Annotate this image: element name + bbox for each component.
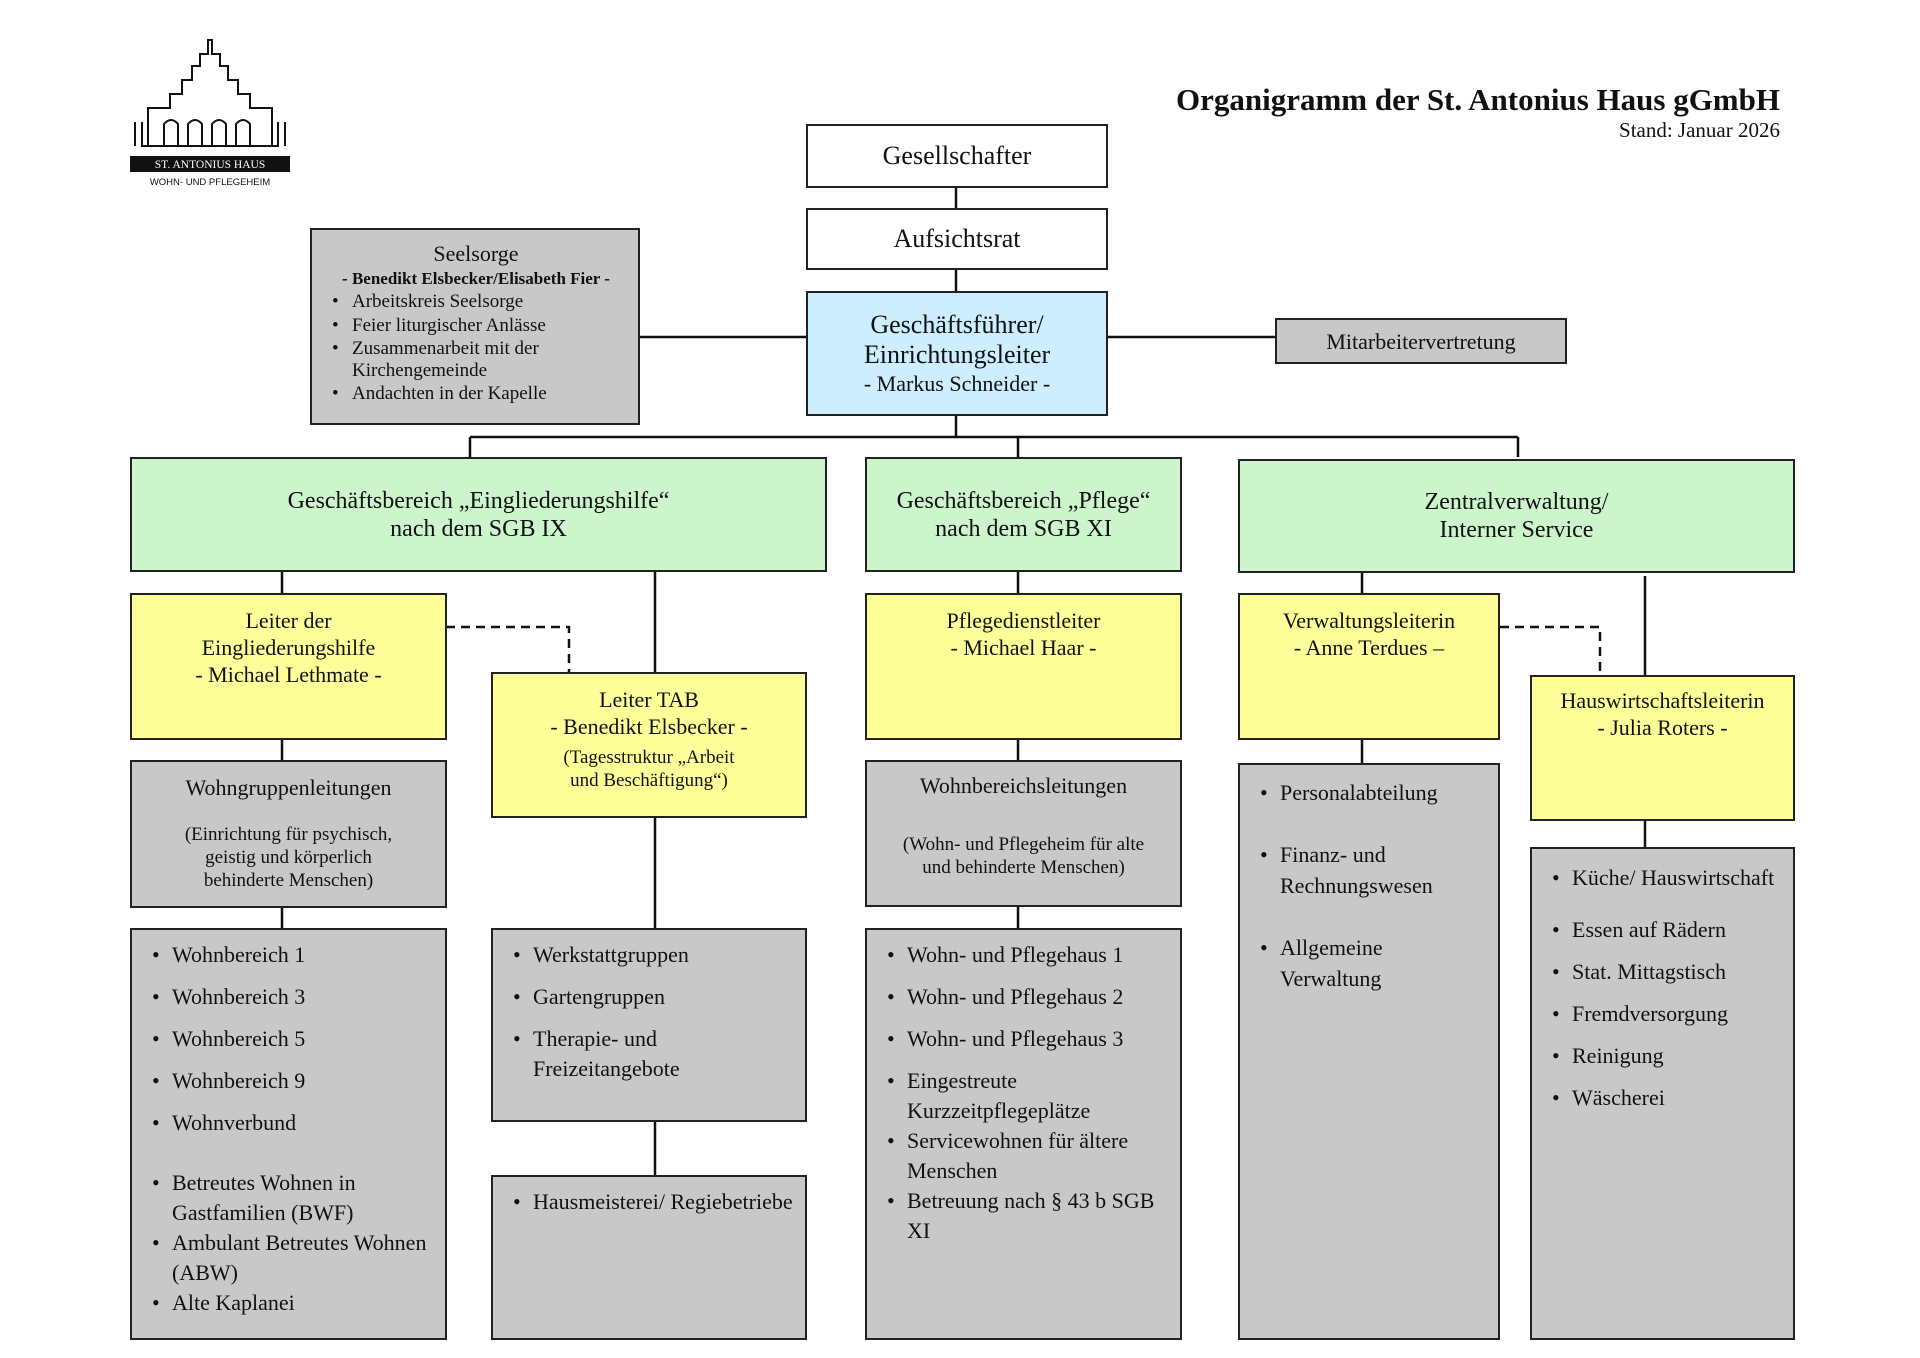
svg-text:ST. ANTONIUS HAUS: ST. ANTONIUS HAUS <box>155 159 265 171</box>
hausmeister-item: Hausmeisterei/ Regiebetriebe <box>507 1187 795 1217</box>
aufsichtsrat-label: Aufsichtsrat <box>893 224 1021 253</box>
werkstatt-item: Gartengruppen <box>507 982 795 1012</box>
hausmeister-list-box: Hausmeisterei/ Regiebetriebe <box>491 1175 807 1340</box>
wbl-title: Wohnbereichsleitungen <box>919 773 1128 798</box>
seelsorge-item: Zusammenarbeit mit der Kirchengemeinde <box>326 338 626 382</box>
seelsorge-title: Seelsorge <box>433 241 519 266</box>
pflegehaus-item: Betreuung nach § 43 b SGB XI <box>881 1186 1170 1246</box>
gesellschafter-label: Gesellschafter <box>882 141 1032 170</box>
verwaltung-item: Finanz- und Rechnungswesen <box>1254 839 1488 901</box>
vwl-line1: Verwaltungsleiterin <box>1282 608 1456 633</box>
mitarbeitervertretung-box: Mitarbeitervertretung <box>1275 318 1567 364</box>
verwaltung-item: Personalabteilung <box>1254 777 1488 808</box>
leiter-eingl-person: - Michael Lethmate - <box>195 662 382 687</box>
aufsichtsrat-box: Aufsichtsrat <box>806 208 1108 270</box>
seelsorge-persons: - Benedikt Elsbecker/Elisabeth Fier - <box>342 269 610 288</box>
hauswirtschaft-item: Stat. Mittagstisch <box>1546 957 1783 987</box>
werkstatt-list-box: Werkstattgruppen Gartengruppen Therapie-… <box>491 928 807 1122</box>
hauswirtschaft-item: Wäscherei <box>1546 1083 1783 1113</box>
wohnbereich-item: Alte Kaplanei <box>146 1288 435 1318</box>
date-label: Stand: Januar 2026 <box>1619 118 1780 142</box>
bereich-zentralverwaltung-box: Zentralverwaltung/ Interner Service <box>1238 459 1795 573</box>
bereich-zentral-line1: Zentralverwaltung/ <box>1424 489 1609 515</box>
bereich-pflege-line2: nach dem SGB XI <box>935 515 1112 542</box>
hauswirtschaft-item: Küche/ Hauswirtschaft <box>1546 863 1783 893</box>
pflegehaus-item: Wohn- und Pflegehaus 2 <box>881 982 1170 1012</box>
header: Organigramm der St. Antonius Haus gGmbH … <box>1176 82 1780 142</box>
wohnbereich-item: Wohnbereich 9 <box>146 1066 435 1096</box>
leiter-eingliederungshilfe-box: Leiter der Eingliederungshilfe - Michael… <box>130 593 447 740</box>
pflegehaus-item: Wohn- und Pflegehaus 1 <box>881 940 1170 970</box>
hwl-person: - Julia Roters - <box>1597 715 1728 740</box>
pdl-person: - Michael Haar - <box>950 635 1097 660</box>
hauswirtschaft-item: Essen auf Rädern <box>1546 915 1783 945</box>
wgl-desc1: (Einrichtung für psychisch, <box>184 824 393 845</box>
wohngruppenleitungen-box: Wohngruppenleitungen (Einrichtung für ps… <box>130 760 447 908</box>
leiter-eingl-line1: Leiter der <box>245 608 332 633</box>
gf-title-line2: Einrichtungsleiter <box>863 340 1051 369</box>
dashed-line-leiter-tab <box>446 625 571 672</box>
leiter-eingl-line2: Eingliederungshilfe <box>201 635 376 660</box>
wohnbereich-item: Wohnverbund <box>146 1108 435 1138</box>
pflegedienstleiter-box: Pflegedienstleiter - Michael Haar - <box>865 593 1182 740</box>
wbl-desc1: (Wohn- und Pflegeheim für alte <box>902 834 1145 855</box>
verwaltung-list-box: Personalabteilung Finanz- und Rechnungsw… <box>1238 763 1500 1340</box>
leiter-tab-note1: (Tagesstruktur „Arbeit <box>563 747 735 768</box>
verwaltungsleiterin-box: Verwaltungsleiterin - Anne Terdues – <box>1238 593 1500 740</box>
wgl-desc2: geistig und körperlich <box>205 847 372 868</box>
wohnbereich-item: Wohnbereich 1 <box>146 940 435 970</box>
leiter-tab-person: - Benedikt Elsbecker - <box>550 714 748 739</box>
seelsorge-item: Andachten in der Kapelle <box>326 382 626 406</box>
hwl-line1: Hauswirtschaftsleiterin <box>1560 688 1765 713</box>
werkstatt-item: Werkstattgruppen <box>507 940 795 970</box>
logo: ST. ANTONIUS HAUS WOHN- UND PFLEGEHEIM <box>130 34 290 190</box>
hauswirtschaft-list-box: Küche/ Hauswirtschaft Essen auf Rädern S… <box>1530 847 1795 1340</box>
werkstatt-item: Therapie- und Freizeitangebote <box>507 1024 795 1084</box>
seelsorge-item: Feier liturgischer Anlässe <box>326 314 626 338</box>
pdl-line1: Pflegedienstleiter <box>946 608 1101 633</box>
wbl-desc2: und behinderte Menschen) <box>922 857 1125 878</box>
leiter-tab-box: Leiter TAB - Benedikt Elsbecker - (Tages… <box>491 672 807 818</box>
pflegehaus-item: Servicewohnen für ältere Menschen <box>881 1126 1170 1186</box>
bereich-pflege-box: Geschäftsbereich „Pflege“ nach dem SGB X… <box>865 457 1182 572</box>
pflegehaus-item: Eingestreute Kurzzeitpflegeplätze <box>881 1066 1170 1126</box>
leiter-tab-note2: und Beschäftigung“) <box>570 770 728 791</box>
pflegehaus-item: Wohn- und Pflegehaus 3 <box>881 1024 1170 1054</box>
seelsorge-box: Seelsorge - Benedikt Elsbecker/Elisabeth… <box>310 228 640 425</box>
wohnbereich-item: Wohnbereich 5 <box>146 1024 435 1054</box>
gf-title-line1: Geschäftsführer/ <box>870 310 1044 339</box>
house-logo-icon: ST. ANTONIUS HAUS WOHN- UND PFLEGEHEIM <box>130 39 290 188</box>
seelsorge-item: Arbeitskreis Seelsorge <box>326 290 626 314</box>
hauswirtschaft-item: Fremdversorgung <box>1546 999 1783 1029</box>
pflegehaus-list-box: Wohn- und Pflegehaus 1 Wohn- und Pflegeh… <box>865 928 1182 1340</box>
wohnbereich-item: Ambulant Betreutes Wohnen (ABW) <box>146 1228 435 1288</box>
mitarbeitervertretung-label: Mitarbeitervertretung <box>1326 328 1516 354</box>
verwaltung-item: Allgemeine Verwaltung <box>1254 932 1488 994</box>
dashed-line-vwl-hwl <box>1500 625 1602 675</box>
vwl-person: - Anne Terdues – <box>1293 635 1445 660</box>
bereich-zentral-line2: Interner Service <box>1439 517 1594 543</box>
hauswirtschaftsleiterin-box: Hauswirtschaftsleiterin - Julia Roters - <box>1530 675 1795 821</box>
gesellschafter-box: Gesellschafter <box>806 124 1108 188</box>
leiter-tab-line1: Leiter TAB <box>599 687 699 712</box>
gf-person: - Markus Schneider - <box>863 371 1051 396</box>
wohnbereich-item: Wohnbereich 3 <box>146 982 435 1012</box>
page-title: Organigramm der St. Antonius Haus gGmbH <box>1175 82 1780 117</box>
bereich-eingliederungshilfe-box: Geschäftsbereich „Eingliederungshilfe“ n… <box>130 457 827 572</box>
hauswirtschaft-item: Reinigung <box>1546 1041 1783 1071</box>
wgl-desc3: behinderte Menschen) <box>203 870 374 891</box>
geschaeftsfuehrer-box: Geschäftsführer/ Einrichtungsleiter - Ma… <box>806 291 1108 416</box>
wohnbereich-item: Betreutes Wohnen in Gastfamilien (BWF) <box>146 1168 435 1228</box>
wohnbereichsleitungen-box: Wohnbereichsleitungen (Wohn- und Pflegeh… <box>865 760 1182 907</box>
bereich-eingliederung-line2: nach dem SGB IX <box>390 515 567 542</box>
svg-text:WOHN- UND PFLEGEHEIM: WOHN- UND PFLEGEHEIM <box>150 177 270 188</box>
wohnbereiche-list-box: Wohnbereich 1 Wohnbereich 3 Wohnbereich … <box>130 928 447 1340</box>
bereich-eingliederung-line1: Geschäftsbereich „Eingliederungshilfe“ <box>287 487 670 514</box>
wgl-title: Wohngruppenleitungen <box>185 775 392 800</box>
bereich-pflege-line1: Geschäftsbereich „Pflege“ <box>896 487 1151 514</box>
